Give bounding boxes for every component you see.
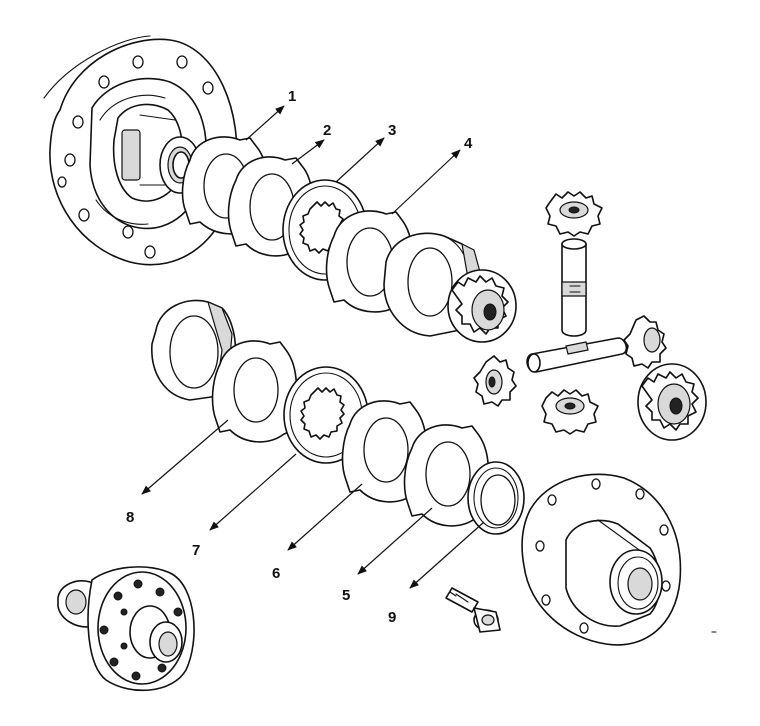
callout-4-label: 4 — [464, 135, 473, 152]
pinion-shaft-vertical — [561, 238, 587, 337]
callout-6: 6 — [272, 483, 363, 582]
assembly-bolt-heads — [99, 579, 183, 681]
pinion-gear-top — [545, 191, 603, 237]
callout-8-label: 8 — [126, 509, 134, 526]
case-half-right — [521, 473, 682, 646]
callout-5: 5 — [342, 507, 433, 604]
callout-1: 1 — [245, 88, 296, 141]
callout-2-label: 2 — [323, 122, 331, 139]
callout-8: 8 — [126, 419, 229, 526]
callout-6-label: 6 — [272, 565, 280, 582]
case-half-left — [43, 35, 238, 266]
side-gear-right — [637, 363, 707, 441]
callout-9-label: 9 — [388, 609, 396, 626]
callout-3-label: 3 — [388, 122, 396, 139]
pinion-shaft-horizontal — [526, 337, 628, 373]
pinion-gear-left — [473, 355, 517, 407]
flange-bolt-holes — [57, 55, 214, 259]
side-gear-top — [447, 269, 517, 343]
callout-9: 9 — [388, 521, 485, 626]
callout-1-label: 1 — [288, 88, 296, 105]
callout-2: 2 — [291, 122, 331, 165]
pinion-gear-right — [623, 315, 667, 369]
pinion-gear-bottom — [541, 389, 599, 435]
callout-7-label: 7 — [192, 542, 200, 559]
callout-3: 3 — [335, 122, 396, 183]
clutch-disc-8 — [211, 340, 298, 443]
thrust-washer-9 — [467, 461, 525, 535]
callout-7: 7 — [192, 453, 297, 559]
callout-4: 4 — [391, 135, 473, 215]
assembled-differential — [57, 566, 195, 692]
bolt — [445, 587, 501, 633]
right-flange-bolt-holes — [535, 478, 671, 634]
callout-5-label: 5 — [342, 587, 350, 604]
